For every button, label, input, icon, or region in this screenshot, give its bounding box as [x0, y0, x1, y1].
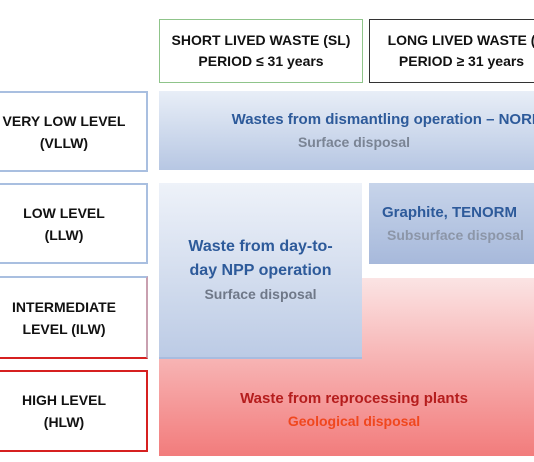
row-label-llw-line1: LOW LEVEL [23, 204, 105, 221]
column-header-short-lived-line1: SHORT LIVED WASTE (SL) [171, 32, 351, 48]
dismantling-title: Wastes from dismantling operation – NORM [231, 111, 534, 128]
column-header-short-lived: SHORT LIVED WASTE (SL) PERIOD ≤ 31 years [159, 19, 363, 83]
dismantling-cell: Wastes from dismantling operation – NORM… [159, 91, 534, 170]
row-label-hlw-line2: (HLW) [43, 414, 85, 430]
dismantling-disposal: Surface disposal [297, 134, 411, 150]
reprocessing-cell: Waste from reprocessing plants Geologica… [159, 362, 534, 456]
row-label-hlw-line1: HIGH LEVEL [21, 392, 106, 408]
row-label-vllw-line1: VERY LOW LEVEL [2, 112, 126, 129]
npp-operation-title-line2: day NPP operation [189, 262, 332, 279]
row-label-vllw: VERY LOW LEVEL (VLLW) [0, 91, 148, 172]
column-header-long-lived: LONG LIVED WASTE ( PERIOD ≥ 31 years [369, 19, 534, 83]
npp-operation-disposal: Surface disposal [204, 286, 317, 302]
row-label-hlw: HIGH LEVEL (HLW) [0, 370, 148, 452]
column-header-long-lived-line1: LONG LIVED WASTE ( [387, 32, 534, 48]
graphite-disposal: Subsurface disposal [387, 227, 524, 243]
column-header-long-lived-line2: PERIOD ≥ 31 years [398, 53, 525, 69]
reprocessing-title: Waste from reprocessing plants [240, 389, 468, 407]
row-label-ilw-line1: INTERMEDIATE [12, 298, 116, 315]
row-label-llw-line2: (LLW) [44, 226, 84, 243]
column-header-short-lived-line2: PERIOD ≤ 31 years [198, 53, 324, 69]
row-label-ilw: INTERMEDIATE LEVEL (ILW) [0, 276, 148, 359]
row-label-llw: LOW LEVEL (LLW) [0, 183, 148, 264]
graphite-cell: Graphite, TENORM Subsurface disposal [369, 183, 534, 264]
row-label-vllw-line2: (VLLW) [39, 134, 89, 151]
graphite-title: Graphite, TENORM [382, 204, 518, 221]
reprocessing-disposal: Geological disposal [287, 412, 421, 429]
row-label-ilw-line2: LEVEL (ILW) [22, 320, 106, 337]
npp-operation-cell: Waste from day-to- day NPP operation Sur… [159, 183, 362, 359]
npp-operation-title-line1: Waste from day-to- [188, 238, 333, 255]
